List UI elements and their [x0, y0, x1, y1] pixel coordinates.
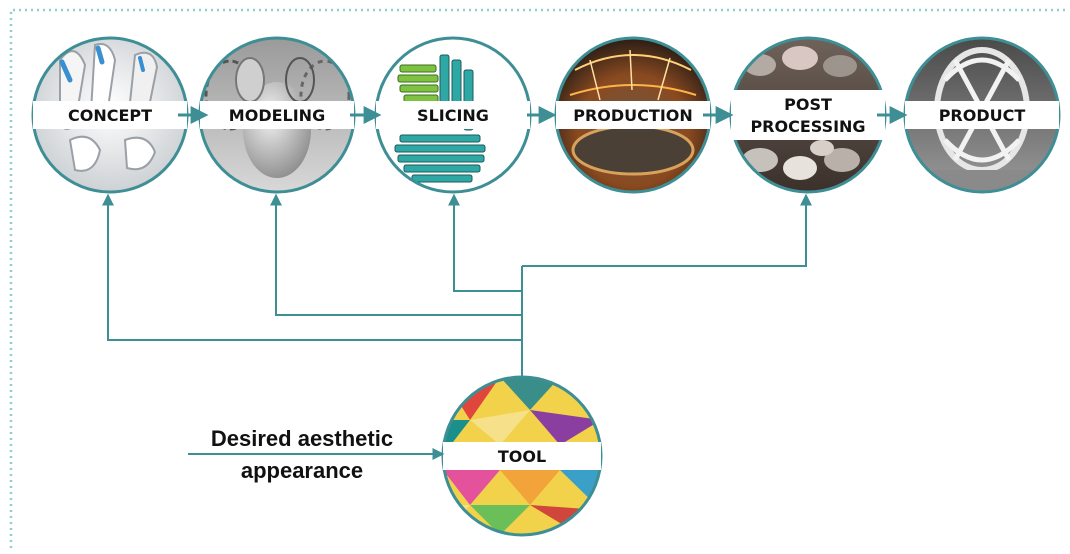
stage-post-processing: POST PROCESSING — [729, 36, 887, 194]
input-label-line2: appearance — [241, 458, 363, 483]
stage-label-concept: CONCEPT — [68, 106, 152, 125]
stage-slicing: SLICING — [374, 36, 532, 194]
tool-label: TOOL — [498, 447, 546, 466]
stage-label-post: POST — [784, 95, 832, 114]
stage-label-product: PRODUCT — [939, 106, 1026, 125]
stage-label-production: PRODUCTION — [573, 106, 693, 125]
input-label-line1: Desired aesthetic — [211, 426, 393, 451]
stage-label-modeling: MODELING — [229, 106, 325, 125]
stage-concept: CONCEPT — [31, 36, 189, 194]
stage-modeling: MODELING — [198, 36, 356, 194]
tool-node: TOOL — [441, 375, 603, 537]
connector-to-post-processing — [522, 193, 812, 267]
connector-to-slicing — [448, 193, 522, 292]
stage-label-slicing: SLICING — [417, 106, 489, 125]
tool-connectors — [102, 193, 812, 378]
stage-label-processing: PROCESSING — [750, 117, 865, 136]
connector-to-concept — [102, 193, 522, 341]
stage-product: PRODUCT — [903, 36, 1061, 194]
connector-to-modeling — [270, 193, 522, 316]
stage-production: PRODUCTION — [554, 36, 712, 194]
